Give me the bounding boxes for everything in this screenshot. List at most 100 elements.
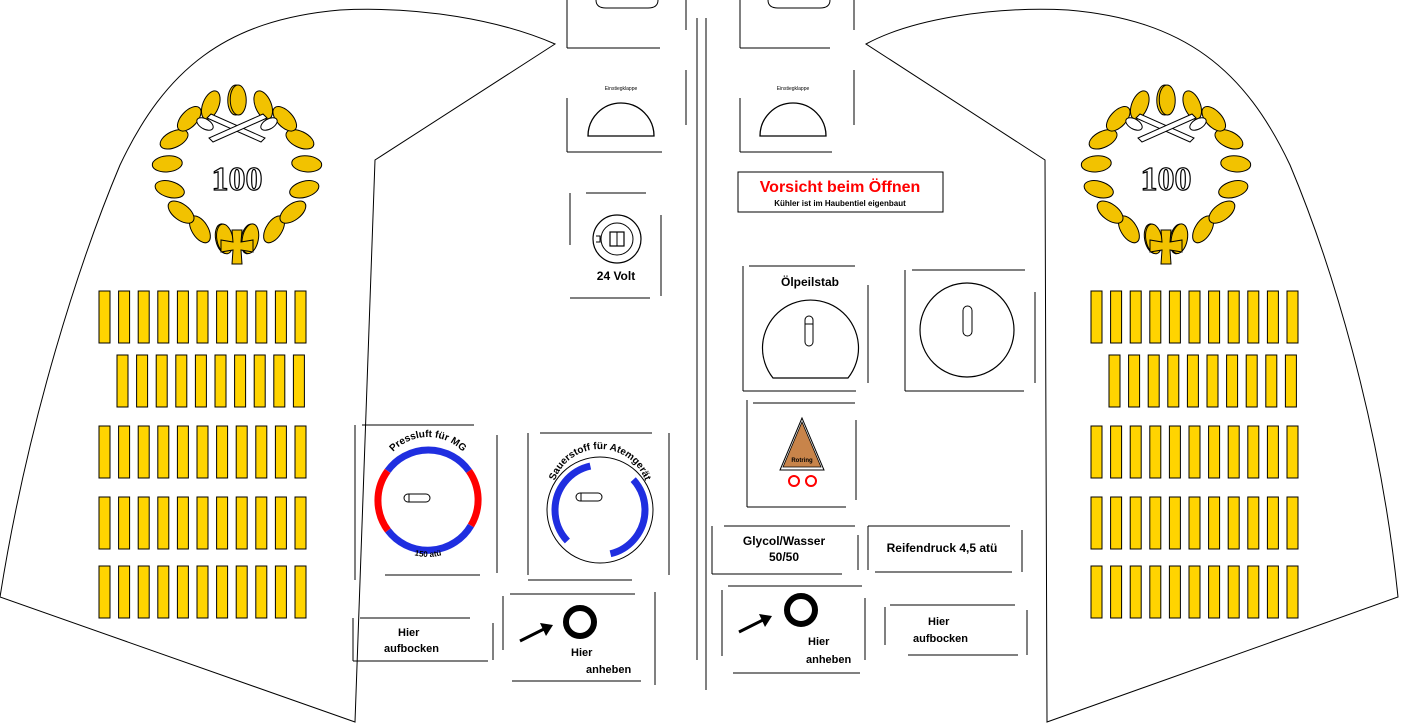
stripe-bar bbox=[196, 565, 209, 619]
stripe-bar bbox=[255, 425, 268, 479]
oxygen-gauge-dial bbox=[546, 456, 654, 564]
right-stripe-block bbox=[1090, 290, 1299, 619]
stripe-bar bbox=[1227, 496, 1240, 550]
lift-right-placard: Hier anheben bbox=[721, 585, 866, 674]
wreath-number: 100 bbox=[212, 161, 263, 198]
stripe-bar bbox=[1149, 565, 1162, 619]
stripe-bar bbox=[1090, 496, 1103, 550]
stripe-bar bbox=[1247, 496, 1260, 550]
tyre-label: Reifendruck 4,5 atü bbox=[887, 541, 998, 555]
stripe-bar bbox=[1208, 496, 1221, 550]
wreath-number: 100 bbox=[1141, 161, 1192, 198]
stripe-bar bbox=[1227, 565, 1240, 619]
air-gauge-dial bbox=[374, 446, 482, 554]
stripe-bar bbox=[294, 425, 307, 479]
lift-left-line2: anheben bbox=[586, 664, 632, 676]
stripe-bar bbox=[1167, 354, 1180, 408]
hatch-right-label: Einstiegklappe bbox=[777, 86, 810, 92]
stripe-bar bbox=[1168, 496, 1181, 550]
stripe-bar bbox=[1188, 565, 1201, 619]
jack-left-line2: aufbocken bbox=[384, 643, 439, 655]
stripe-bar bbox=[196, 290, 209, 344]
jack-right-line2: aufbocken bbox=[913, 633, 968, 645]
stripe-bar bbox=[1149, 496, 1162, 550]
stripe-bar bbox=[234, 354, 247, 408]
socket-icon bbox=[592, 214, 642, 264]
stripe-bar bbox=[1188, 425, 1201, 479]
stripe-bar bbox=[1168, 425, 1181, 479]
lift-right-ring bbox=[784, 593, 818, 627]
stripe-bar bbox=[255, 496, 268, 550]
stripe-bar bbox=[157, 565, 170, 619]
stripe-bar bbox=[1129, 425, 1142, 479]
stripe-bar bbox=[1110, 425, 1123, 479]
stripe-bar bbox=[137, 290, 150, 344]
stripe-bar bbox=[1208, 425, 1221, 479]
stripe-bar bbox=[1286, 290, 1299, 344]
lift-left-placard: Hier anheben bbox=[502, 592, 656, 685]
socket-placard: 24 Volt bbox=[569, 192, 662, 299]
stripe-bar bbox=[157, 496, 170, 550]
stripe-bar bbox=[1090, 290, 1103, 344]
stripe-bar bbox=[255, 565, 268, 619]
stripe-bar bbox=[274, 565, 287, 619]
warning-triangle-icon bbox=[779, 416, 825, 471]
stripe-bar bbox=[1110, 496, 1123, 550]
stripe-bar bbox=[98, 496, 111, 550]
stripe-bar bbox=[216, 290, 229, 344]
jack-right-placard: Hier aufbocken bbox=[884, 604, 1028, 656]
stripe-bar bbox=[235, 565, 248, 619]
coolant-line1: Glycol/Wasser bbox=[743, 534, 826, 548]
stripe-bar bbox=[98, 290, 111, 344]
stripe-bar bbox=[1090, 425, 1103, 479]
rotring-dot-left bbox=[788, 475, 800, 487]
crossed-rockets-icon bbox=[1125, 113, 1207, 143]
stripe-bar bbox=[155, 354, 168, 408]
stripe-bar bbox=[1129, 290, 1142, 344]
dipstick-placard: Ölpeilstab bbox=[742, 265, 869, 392]
left-wing-panel: 100 bbox=[0, 8, 557, 723]
stripe-bar bbox=[1286, 565, 1299, 619]
stripe-bar bbox=[1247, 425, 1260, 479]
stripe-bar bbox=[235, 290, 248, 344]
stripe-bar bbox=[294, 565, 307, 619]
stripe-bar bbox=[1266, 290, 1279, 344]
stripe-bar bbox=[118, 496, 131, 550]
stripe-bar bbox=[118, 290, 131, 344]
stripe-bar bbox=[1266, 496, 1279, 550]
stripe-bar bbox=[1227, 425, 1240, 479]
stripe-bar bbox=[1286, 496, 1299, 550]
rotring-dot-right bbox=[805, 475, 817, 487]
arrow-icon bbox=[738, 614, 772, 634]
left-wreath-emblem: 100 bbox=[151, 84, 323, 265]
cap-dipstick-icon bbox=[962, 305, 973, 337]
stripe-bar bbox=[118, 565, 131, 619]
air-gauge-placard: Pressluft für MG 150 atü bbox=[354, 424, 498, 580]
right-wreath-emblem: 100 bbox=[1080, 84, 1252, 265]
stripe-bar bbox=[1265, 354, 1278, 408]
stripe-bar bbox=[1147, 354, 1160, 408]
stripe-bar bbox=[1266, 425, 1279, 479]
right-wing-panel: 100 bbox=[865, 8, 1399, 723]
center-divider bbox=[696, 18, 707, 690]
hatch-left: Einstiegklappe bbox=[566, 70, 687, 153]
stripe-bar bbox=[253, 354, 266, 408]
stripe-bar bbox=[274, 425, 287, 479]
hatch-right: Einstiegklappe bbox=[739, 70, 855, 153]
stripe-bar bbox=[176, 290, 189, 344]
stripe-bar bbox=[1090, 565, 1103, 619]
stripe-bar bbox=[157, 425, 170, 479]
tyre-placard: Reifendruck 4,5 atü bbox=[867, 525, 1023, 573]
dipstick-label: Ölpeilstab bbox=[781, 274, 839, 289]
stripe-bar bbox=[1266, 565, 1279, 619]
stripe-bar bbox=[137, 425, 150, 479]
stripe-bar bbox=[294, 496, 307, 550]
stripe-bar bbox=[137, 496, 150, 550]
stripe-bar bbox=[1188, 290, 1201, 344]
arrow-icon bbox=[519, 623, 553, 643]
stripe-bar bbox=[1168, 290, 1181, 344]
stripe-bar bbox=[1110, 290, 1123, 344]
stripe-bar bbox=[176, 565, 189, 619]
stripe-bar bbox=[1286, 425, 1299, 479]
